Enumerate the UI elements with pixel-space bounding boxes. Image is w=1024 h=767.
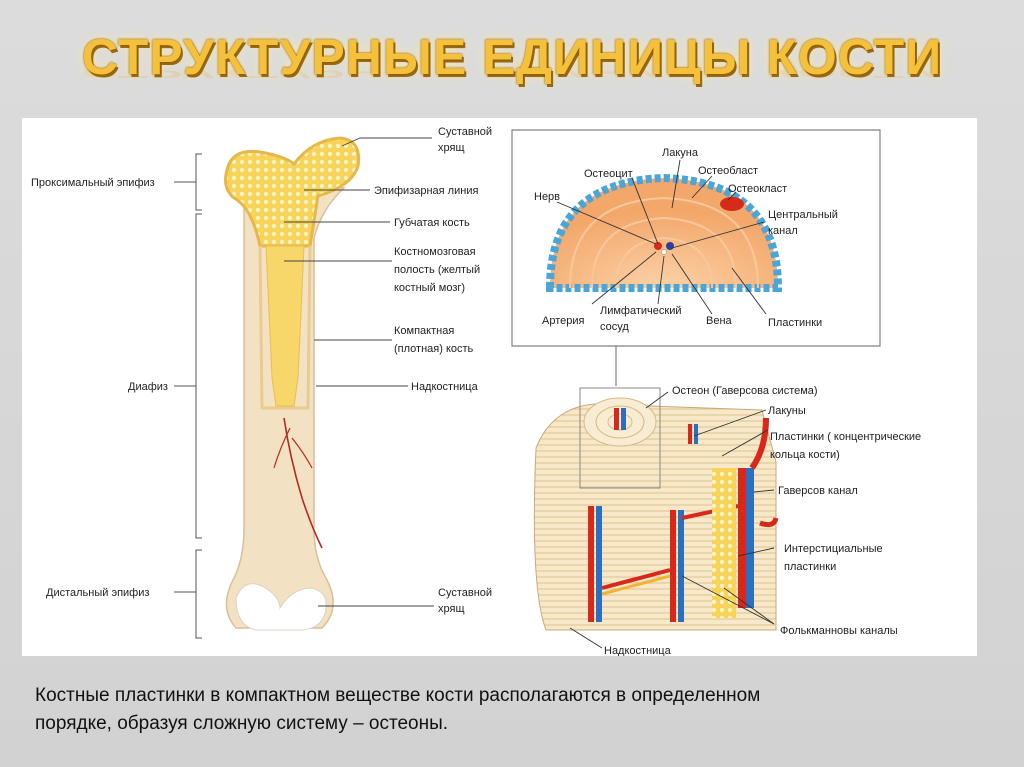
- label-articular-cartilage-top-1: Суставной: [438, 126, 492, 138]
- label-lamellae-cross: Пластинки: [768, 317, 822, 329]
- osteon-leader-lines: [556, 159, 767, 315]
- label-epiphyseal-line: Эпифизарная линия: [374, 185, 478, 197]
- bracket-lines: [174, 153, 202, 639]
- label-lymph-1: Лимфатический: [600, 305, 682, 317]
- label-central-canal-1: Центральный: [768, 209, 838, 221]
- bone-structure-diagram: Проксимальный эпифиз Диафиз Дистальный э…: [31, 126, 921, 657]
- label-diaphysis: Диафиз: [128, 381, 168, 393]
- label-lamellae-1: Пластинки ( концентрические: [770, 431, 921, 443]
- label-osteocyte: Остеоцит: [584, 168, 633, 180]
- diagram-panel: Проксимальный эпифиз Диафиз Дистальный э…: [22, 118, 977, 657]
- caption: Костные пластинки в компактном веществе …: [35, 682, 995, 738]
- label-lymph-2: сосуд: [600, 321, 629, 333]
- caption-line-2: порядке, образуя сложную систему – остео…: [35, 713, 449, 734]
- label-volkmann-canals: Фолькманновы каналы: [780, 625, 898, 637]
- caption-line-1: Костные пластинки в компактном веществе …: [35, 685, 761, 706]
- label-vein: Вена: [706, 315, 733, 327]
- bone-leader-lines: [284, 137, 434, 607]
- label-marrow-3: костный мозг): [394, 282, 465, 294]
- label-marrow-2: полость (желтый: [394, 264, 480, 276]
- label-central-canal-2: канал: [768, 225, 798, 237]
- label-nerve: Нерв: [534, 191, 560, 203]
- label-interstitial-1: Интерстициальные: [784, 543, 883, 555]
- label-compact-2: (плотная) кость: [394, 343, 474, 355]
- label-periosteum-block: Надкостница: [604, 645, 672, 656]
- label-distal-epiphysis: Дистальный эпифиз: [46, 587, 149, 599]
- label-osteoblast: Остеобласт: [698, 165, 758, 177]
- slide-title: СТРУКТУРНЫЕ ЕДИНИЦЫ КОСТИ: [81, 29, 943, 85]
- label-articular-cartilage-bottom-1: Суставной: [438, 587, 492, 599]
- compact-bone-block: [533, 387, 779, 631]
- label-spongy-bone: Губчатая кость: [394, 217, 470, 229]
- compact-leader-lines: [569, 391, 775, 649]
- label-osteoclast: Остеокласт: [728, 183, 787, 195]
- label-artery: Артерия: [542, 315, 585, 327]
- long-bone: [224, 136, 361, 631]
- label-proximal-epiphysis: Проксимальный эпифиз: [31, 177, 155, 189]
- label-lamellae-2: кольца кости): [770, 449, 840, 461]
- label-haversian-canal: Гаверсов канал: [778, 485, 858, 497]
- label-interstitial-2: пластинки: [784, 561, 836, 573]
- label-articular-cartilage-top-2: хрящ: [438, 142, 465, 154]
- label-articular-cartilage-bottom-2: хрящ: [438, 603, 465, 615]
- label-periosteum: Надкостница: [411, 381, 479, 393]
- osteon-cross-section: [545, 173, 783, 292]
- label-osteon: Остеон (Гаверсова система): [672, 385, 818, 397]
- label-marrow-1: Костномозговая: [394, 246, 476, 258]
- label-lacunae: Лакуны: [768, 405, 806, 417]
- label-lacuna: Лакуна: [662, 147, 699, 159]
- label-compact-1: Компактная: [394, 325, 454, 337]
